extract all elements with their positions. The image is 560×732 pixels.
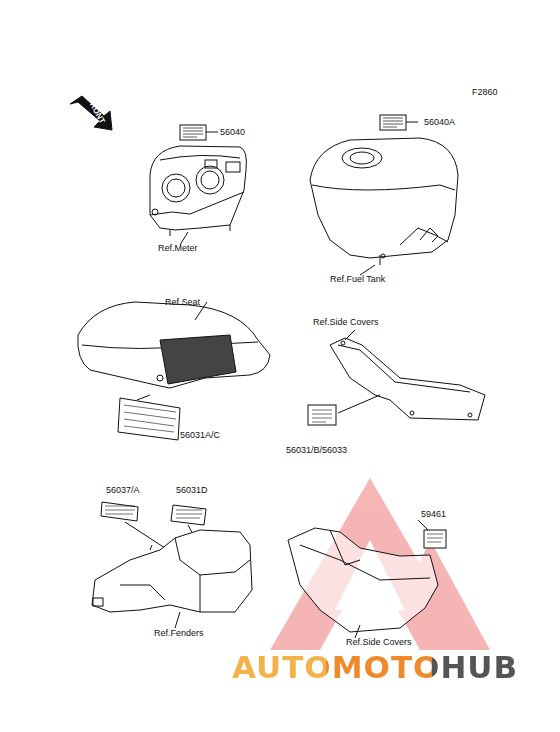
reference-label: Ref.Side Covers — [313, 318, 379, 327]
drawing-stroke — [125, 522, 165, 548]
reference-label: Ref.Side Covers — [346, 638, 412, 647]
drawing-stroke — [308, 405, 336, 425]
part-number: 56040 — [220, 128, 245, 137]
drawing-stroke — [360, 265, 375, 275]
drawing-stroke — [406, 122, 418, 123]
reference-label: Ref.Fenders — [154, 629, 204, 638]
drawing-stroke — [171, 505, 206, 525]
drawing-stroke — [70, 96, 112, 130]
drawing-stroke — [424, 530, 446, 548]
drawing-stroke — [92, 530, 252, 612]
reference-label: Ref.Fuel Tank — [330, 275, 385, 284]
drawing-stroke — [120, 585, 165, 600]
drawing-stroke — [160, 335, 236, 384]
drawing-stroke — [418, 520, 428, 530]
drawing-stroke — [176, 510, 202, 518]
drawing-stroke — [312, 185, 455, 190]
drawing-stroke — [78, 302, 270, 388]
drawing-stroke — [118, 398, 180, 440]
drawing-stroke — [167, 179, 185, 197]
drawing-stroke — [137, 395, 150, 400]
drawing-stroke — [183, 128, 203, 137]
drawing-stroke — [93, 598, 103, 606]
drawing-stroke — [175, 538, 250, 575]
drawing-stroke — [338, 345, 470, 392]
part-number: 56031/B/56033 — [286, 446, 347, 455]
drawing-stroke — [300, 545, 430, 580]
drawing-stroke — [312, 410, 332, 422]
drawing-stroke — [101, 502, 138, 521]
reference-label: Ref.Seat — [165, 298, 200, 307]
drawing-stroke — [341, 341, 345, 345]
reference-label: Ref.Meter — [158, 244, 198, 253]
drawing-stroke — [420, 228, 438, 242]
drawing-stroke — [162, 174, 190, 202]
drawing-stroke — [205, 160, 217, 168]
drawing-stroke — [338, 395, 380, 413]
drawing-stroke — [124, 405, 176, 432]
watermark: AUTOMOTOHUB — [232, 652, 518, 683]
drawing-stroke — [288, 528, 438, 632]
part-number: 56040A — [424, 118, 455, 127]
drawing-stroke — [160, 155, 240, 160]
drawing-stroke — [175, 612, 180, 628]
drawing-stroke — [157, 375, 163, 381]
part-number: 56031A/C — [180, 431, 220, 440]
drawing-stroke — [330, 530, 360, 565]
drawing-stroke — [355, 625, 360, 638]
drawing-stroke — [180, 125, 206, 140]
drawing-stroke — [170, 225, 230, 236]
drawing-stroke — [201, 171, 219, 189]
figure-code: F2860 — [472, 88, 498, 97]
drawing-stroke — [427, 534, 443, 542]
drawing-stroke — [105, 506, 135, 514]
drawing-stroke — [330, 338, 485, 420]
drawing-stroke — [345, 330, 355, 340]
drawing-stroke — [383, 118, 403, 127]
drawing-stroke — [310, 138, 458, 258]
drawing-stroke — [468, 413, 472, 417]
drawing-stroke — [270, 478, 490, 650]
part-number: 56031D — [176, 486, 208, 495]
part-number: 59461 — [421, 510, 446, 519]
drawing-stroke — [150, 545, 200, 612]
drawing-stroke — [380, 255, 381, 265]
drawing-stroke — [150, 146, 246, 230]
drawing-stroke — [380, 115, 406, 130]
drawing-stroke — [400, 228, 448, 245]
drawing-stroke — [381, 254, 385, 258]
part-number: 56037/A — [106, 486, 140, 495]
drawing-stroke — [226, 162, 240, 172]
drawing-stroke — [150, 192, 244, 215]
drawing-stroke — [342, 148, 382, 168]
drawing-stroke — [350, 152, 374, 164]
drawing-stroke — [206, 132, 218, 133]
drawing-stroke — [196, 166, 224, 194]
drawing-stroke — [410, 411, 414, 415]
